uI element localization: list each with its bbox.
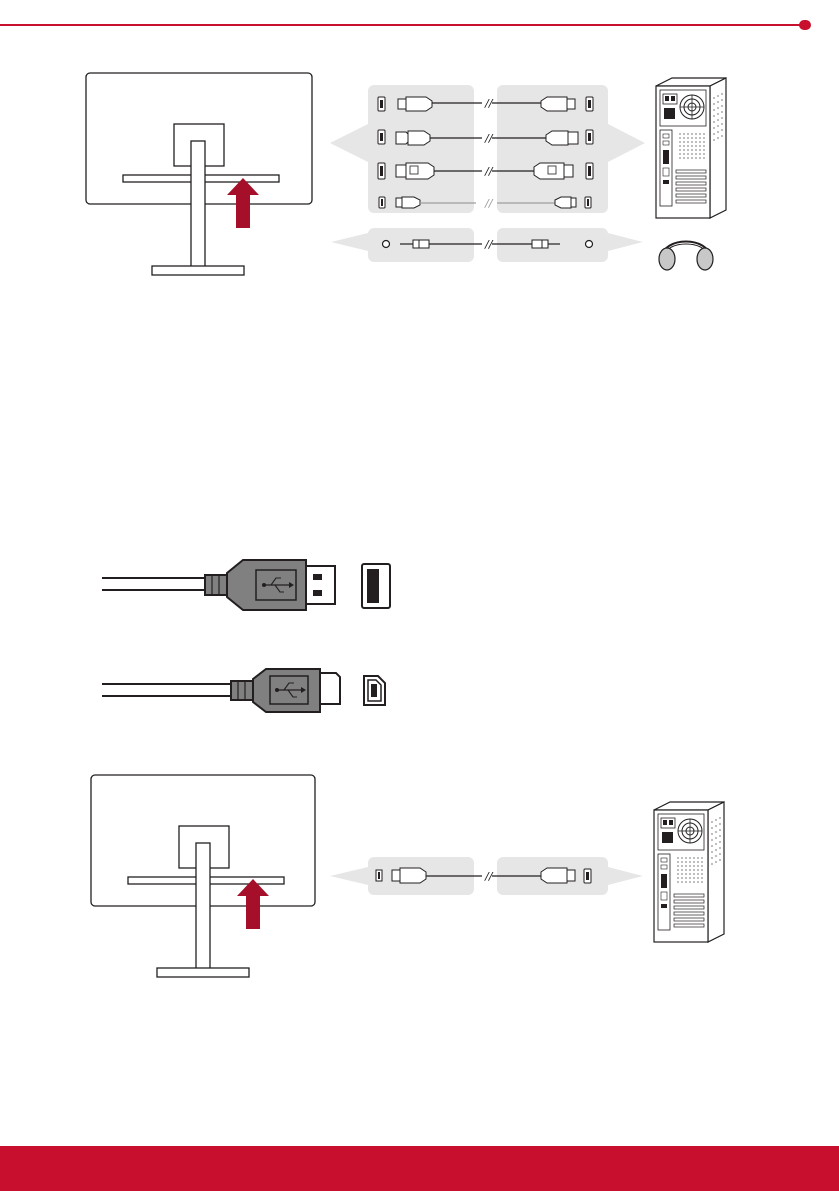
- usb-connector-illustrations: [102, 560, 390, 712]
- footer-bar: [0, 1146, 839, 1191]
- monitor-rear-view: [91, 775, 315, 977]
- svg-text://: //: [484, 197, 494, 210]
- displayport-cable-row: //: [378, 163, 593, 179]
- usb-type-b-connector: [102, 669, 385, 712]
- pc-tower-icon: [654, 802, 724, 942]
- usb-type-a-connector: [102, 560, 390, 610]
- usb-connection-diagram: //: [91, 775, 724, 977]
- video-audio-connection-diagram: // // //: [86, 73, 726, 275]
- usb-cable-row: //: [378, 97, 593, 111]
- monitor-rear-view: [86, 73, 312, 275]
- headphones-icon: [659, 242, 713, 271]
- usb-cable-panel: //: [330, 857, 643, 895]
- hdmi-cable-row: //: [378, 130, 593, 145]
- pc-tower-icon: [656, 78, 726, 218]
